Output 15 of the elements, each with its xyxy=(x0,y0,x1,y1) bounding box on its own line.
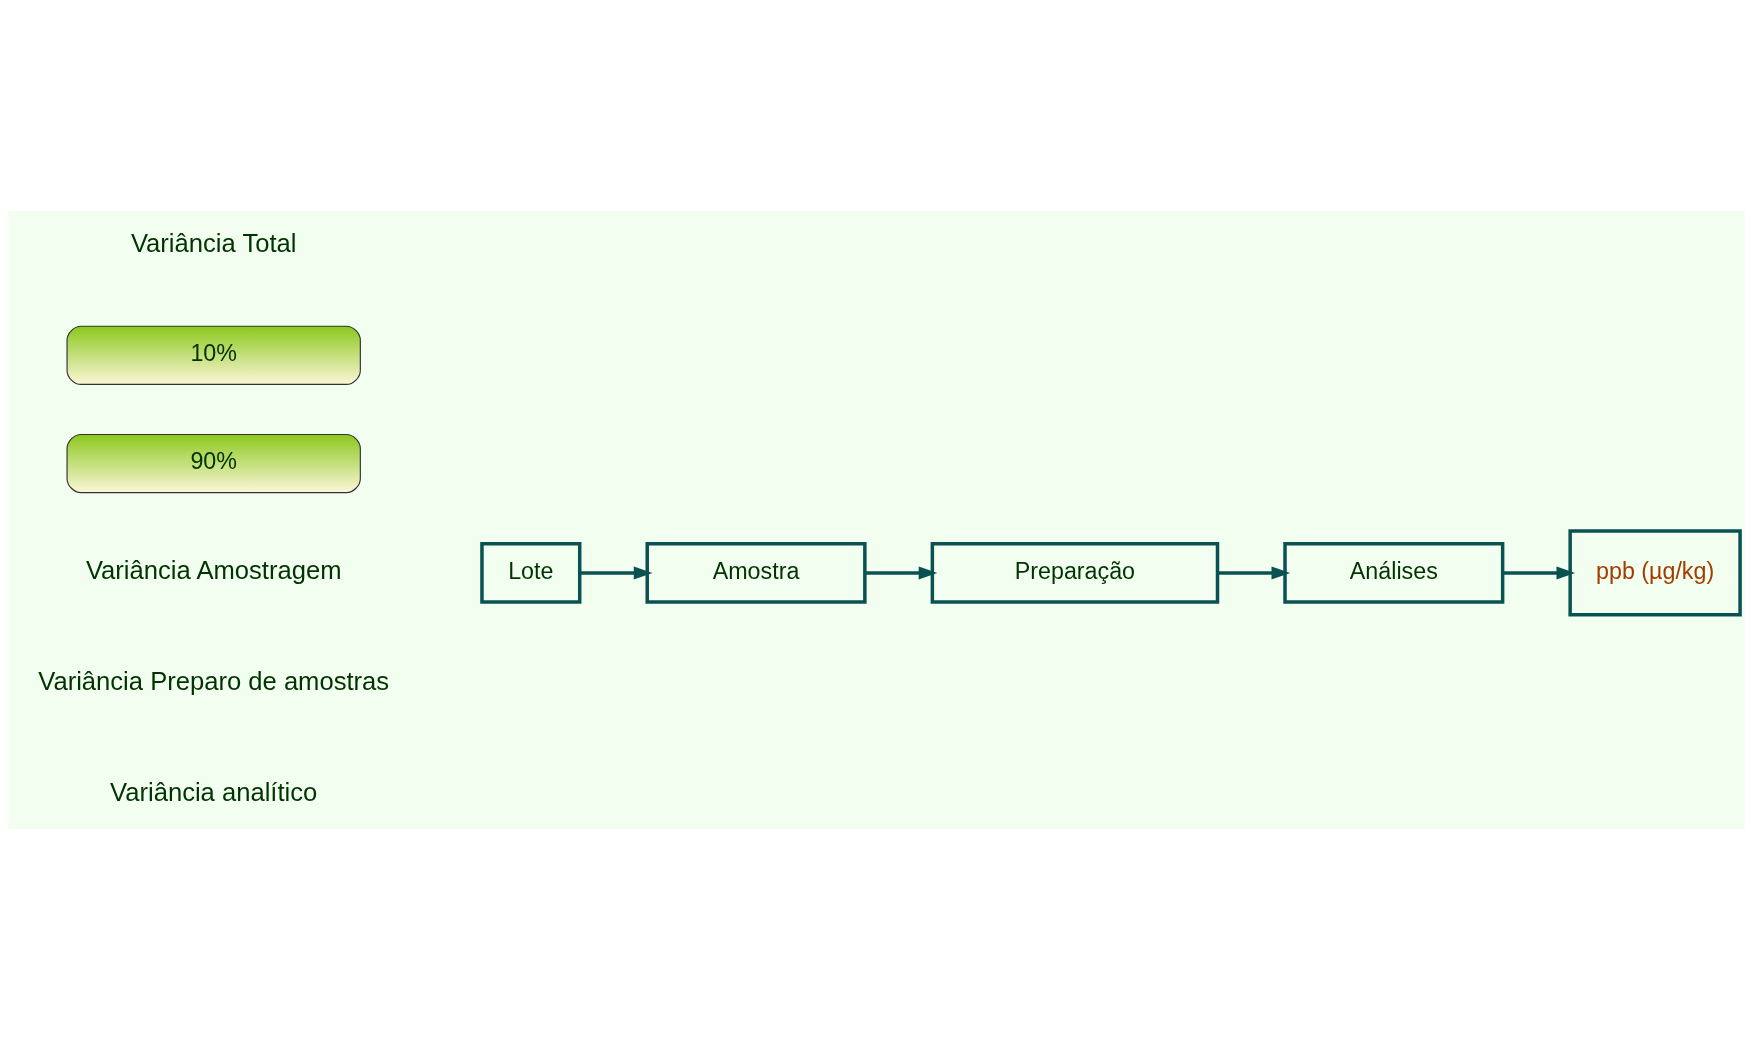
node-box: Preparação xyxy=(930,542,1220,604)
node-box: ppb (µg/kg) xyxy=(1568,529,1742,617)
arrow xyxy=(1217,566,1291,580)
label: Variância Preparo de amostras xyxy=(38,667,390,696)
node-box: 90% xyxy=(66,433,361,494)
arrow xyxy=(579,566,653,580)
label: Variância Amostragem xyxy=(85,556,342,585)
arrow xyxy=(1502,566,1576,580)
label: Variância analítico xyxy=(110,777,318,806)
node-box: 10% xyxy=(66,325,361,385)
node-box: Análises xyxy=(1283,542,1505,604)
node-box: Lote xyxy=(480,542,582,604)
label: Variância Total xyxy=(130,229,297,258)
arrow xyxy=(865,566,938,580)
node-box: Amostra xyxy=(645,542,867,604)
